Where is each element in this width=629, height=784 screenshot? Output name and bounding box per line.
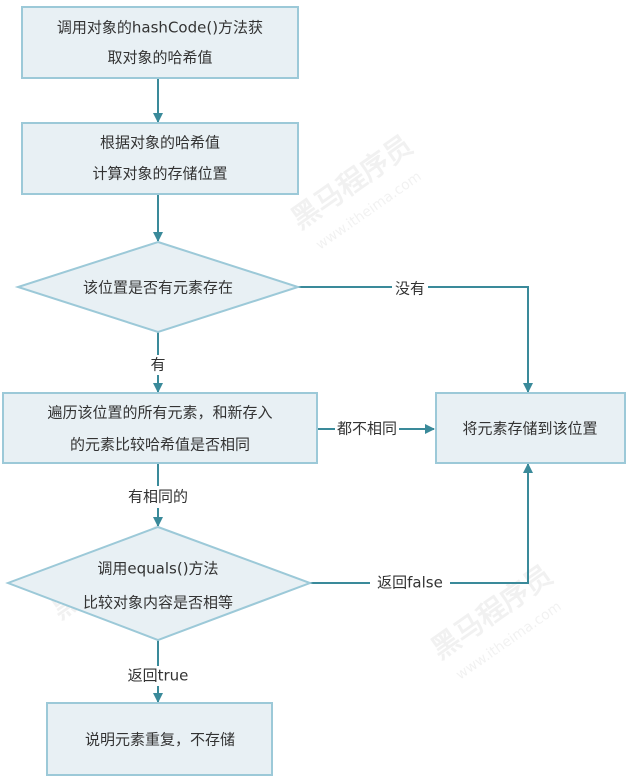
node-get-hashcode: 调用对象的hashCode()方法获 取对象的哈希值 bbox=[21, 6, 299, 79]
edge-labels: 没有 有 都不相同 有相同的 返回false 返回true bbox=[120, 278, 450, 686]
edge-label-yes: 有 bbox=[150, 356, 165, 374]
node-text: 比较对象内容是否相等 bbox=[83, 594, 233, 612]
edge-label-return-false: 返回false bbox=[377, 574, 443, 592]
node-duplicate: 说明元素重复，不存储 bbox=[46, 702, 273, 776]
node-text: 将元素存储到该位置 bbox=[462, 420, 597, 438]
node-text: 调用对象的hashCode()方法获 bbox=[57, 19, 263, 37]
edge-label-return-true: 返回true bbox=[128, 667, 189, 685]
node-store-element: 将元素存储到该位置 bbox=[435, 392, 626, 464]
edge-label-all-different: 都不相同 bbox=[337, 420, 397, 438]
edge-label-some-same: 有相同的 bbox=[128, 488, 188, 506]
node-traverse-compare: 遍历该位置的所有元素，和新存入 的元素比较哈希值是否相同 bbox=[2, 392, 318, 464]
node-text: 取对象的哈希值 bbox=[107, 49, 212, 67]
node-text: 调用equals()方法 bbox=[97, 560, 218, 578]
decision-has-element: 该位置是否有元素存在 bbox=[14, 240, 302, 334]
decision-equals: 调用equals()方法 比较对象内容是否相等 bbox=[5, 525, 313, 642]
node-text: 遍历该位置的所有元素，和新存入 bbox=[47, 404, 272, 422]
edge-no bbox=[298, 286, 533, 393]
node-text: 的元素比较哈希值是否相同 bbox=[70, 436, 250, 454]
edge-label-no: 没有 bbox=[395, 280, 425, 298]
node-text: 说明元素重复，不存储 bbox=[85, 731, 235, 749]
edge-return-false bbox=[310, 463, 533, 584]
node-text: 该位置是否有元素存在 bbox=[83, 279, 233, 297]
node-calc-position: 根据对象的哈希值 计算对象的存储位置 bbox=[21, 122, 299, 195]
node-text: 计算对象的存储位置 bbox=[92, 165, 227, 183]
node-text: 根据对象的哈希值 bbox=[100, 134, 220, 152]
